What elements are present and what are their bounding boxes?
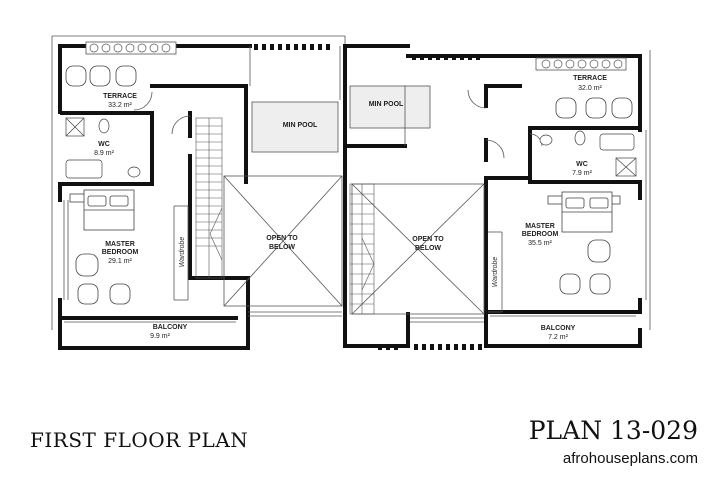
planter-circles-right	[541, 59, 623, 69]
bedroom-right-area: 35.5 m²	[528, 240, 552, 247]
terrace-right-label: TERRACE	[573, 75, 607, 82]
bedroom-left-label-2: BEDROOM	[102, 249, 139, 256]
balcony-right-label: BALCONY	[541, 325, 576, 332]
wc-right-label: WC	[576, 161, 588, 168]
wc-fixtures-left	[65, 117, 141, 179]
terrace-chairs-right	[555, 97, 633, 119]
balcony-left-label: BALCONY	[153, 324, 188, 331]
balcony-right-area: 7.2 m²	[548, 334, 569, 341]
wc-left-label: WC	[98, 141, 110, 148]
wardrobe-left-label: Wardrobe	[179, 237, 186, 268]
pool-right-label: MIN POOL	[369, 101, 404, 108]
bedroom-chairs-left	[75, 253, 131, 305]
window-hatches	[254, 44, 482, 350]
wc-left-area: 8.9 m²	[94, 150, 115, 157]
terrace-right-area: 32.0 m²	[578, 85, 602, 92]
open-left-line1: OPEN TO	[266, 235, 298, 242]
balcony-left-area: 9.9 m²	[150, 333, 171, 340]
website-link[interactable]: afrohouseplans.com	[562, 450, 698, 467]
bed-left	[69, 189, 135, 231]
planter-circles-left	[89, 43, 171, 53]
wardrobe-right-label: Wardrobe	[492, 257, 499, 288]
floor-plan-title: FIRST FLOOR PLAN	[30, 428, 249, 452]
bedroom-right-label-1: MASTER	[525, 223, 555, 230]
wc-fixtures-right	[539, 130, 637, 177]
open-left-line2: BELOW	[269, 244, 295, 251]
terrace-left-area: 33.2 m²	[108, 102, 132, 109]
stairs-left	[195, 117, 223, 279]
bedroom-left-area: 29.1 m²	[108, 258, 132, 265]
open-right-line2: BELOW	[415, 245, 441, 252]
plan-number: PLAN 13-029	[528, 416, 698, 445]
open-right-line1: OPEN TO	[412, 236, 444, 243]
bed-right	[547, 191, 621, 233]
stairs-right	[349, 183, 375, 315]
bedroom-chairs-right	[559, 239, 611, 295]
bedroom-left-label-1: MASTER	[105, 241, 135, 248]
pool-left-label: MIN POOL	[283, 122, 318, 129]
terrace-left-label: TERRACE	[103, 93, 137, 100]
terrace-chairs-left	[65, 65, 137, 87]
wc-right-area: 7.9 m²	[572, 170, 593, 177]
bedroom-right-label-2: BEDROOM	[522, 231, 559, 238]
